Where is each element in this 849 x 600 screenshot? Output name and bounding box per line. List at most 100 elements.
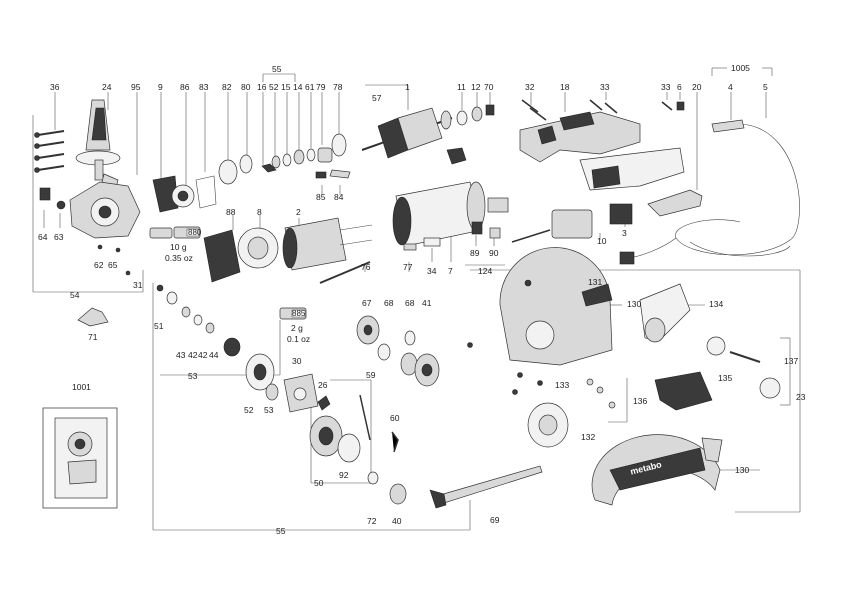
- label-1005: 1005: [731, 63, 750, 73]
- label-136: 136: [633, 396, 647, 406]
- label-67: 67: [362, 298, 372, 308]
- label-51: 51: [154, 321, 164, 331]
- label-15: 15: [281, 82, 291, 92]
- label-40: 40: [392, 516, 402, 526]
- label-52: 52: [244, 405, 254, 415]
- label-130a: 130: [627, 299, 641, 309]
- grease-880: 880 10 g 0.35 oz: [165, 226, 202, 263]
- label-132: 132: [581, 432, 595, 442]
- label-11: 11: [457, 82, 466, 92]
- gear-housing: [69, 181, 173, 239]
- label-26: 26: [318, 380, 328, 390]
- label-20: 20: [692, 82, 702, 92]
- gear-parts-top: [152, 154, 253, 213]
- label-124: 124: [478, 266, 492, 276]
- part-135: [654, 371, 713, 411]
- label-30: 30: [292, 356, 302, 366]
- label-24: 24: [102, 82, 112, 92]
- grease-885: 885 2 g 0.1 oz: [287, 309, 310, 344]
- label-10: 10: [597, 236, 607, 246]
- label-80: 80: [241, 82, 251, 92]
- label-9: 9: [158, 82, 163, 92]
- grease-885-ounces: 0.1 oz: [287, 334, 310, 344]
- motor-housing-7: [392, 181, 486, 247]
- stator-2: [282, 217, 373, 271]
- label-41: 41: [422, 298, 432, 308]
- label-78: 78: [333, 82, 343, 92]
- label-82: 82: [222, 82, 232, 92]
- label-72: 72: [367, 516, 377, 526]
- label-43: 43: [176, 350, 186, 360]
- armature-1: [361, 107, 453, 159]
- handle-shell-lower: [579, 147, 685, 191]
- label-32: 32: [525, 82, 535, 92]
- label-5: 5: [763, 82, 768, 92]
- label-3: 3: [622, 228, 627, 238]
- label-34: 34: [427, 266, 437, 276]
- label-1001: 1001: [72, 382, 91, 392]
- label-1: 1: [405, 82, 410, 92]
- label-135: 135: [718, 373, 732, 383]
- side-handle-24: [75, 99, 121, 189]
- label-59: 59: [366, 370, 376, 380]
- wheel-guard-130-lower: [591, 434, 723, 506]
- part-71: [77, 307, 109, 327]
- label-63: 63: [54, 232, 64, 242]
- grease-880-ounces: 0.35 oz: [165, 253, 193, 263]
- label-134: 134: [709, 299, 723, 309]
- wheel-guard-130-upper: [499, 247, 613, 366]
- label-85: 85: [316, 192, 326, 202]
- label-53b: 53: [264, 405, 274, 415]
- label-88: 88: [226, 207, 236, 217]
- label-62: 62: [94, 260, 104, 270]
- label-70: 70: [484, 82, 494, 92]
- label-14: 14: [293, 82, 303, 92]
- grease-885-grams: 2 g: [291, 323, 303, 333]
- label-86: 86: [180, 82, 190, 92]
- label-50: 50: [314, 478, 324, 488]
- label-77: 77: [403, 262, 413, 272]
- label-42a: 42: [188, 350, 198, 360]
- inset-1001: [42, 407, 118, 509]
- label-23: 23: [796, 392, 806, 402]
- label-89: 89: [470, 248, 480, 258]
- label-130b: 130: [735, 465, 749, 475]
- grease-880-grams: 10 g: [170, 242, 187, 252]
- label-4: 4: [728, 82, 733, 92]
- part-drawings: [34, 99, 800, 509]
- label-60: 60: [390, 413, 400, 423]
- spanner-69: [439, 465, 543, 504]
- label-131: 131: [588, 277, 602, 287]
- label-64: 64: [38, 232, 48, 242]
- label-69: 69: [490, 515, 500, 525]
- label-55-bottom: 55: [276, 526, 286, 536]
- label-133: 133: [555, 380, 569, 390]
- label-137: 137: [784, 356, 798, 366]
- label-52-top: 52: [269, 82, 279, 92]
- label-12: 12: [471, 82, 481, 92]
- handle-18: [519, 111, 641, 163]
- part-85: [315, 171, 327, 179]
- grease-880-label: 880: [188, 228, 202, 237]
- part-84: [329, 169, 351, 179]
- part-63: [56, 200, 66, 210]
- label-31: 31: [133, 280, 143, 290]
- leader-lines: [32, 67, 801, 531]
- label-16: 16: [257, 82, 267, 92]
- part-88: [203, 229, 241, 283]
- label-7: 7: [448, 266, 453, 276]
- label-33b: 33: [661, 82, 671, 92]
- part-number-labels: 36 24 95 9 86 83 82 80 55 16 52 15 14 61…: [38, 63, 806, 536]
- label-76: 76: [361, 262, 371, 272]
- label-68b: 68: [405, 298, 415, 308]
- label-90: 90: [489, 248, 499, 258]
- spindle-parts: [261, 133, 347, 173]
- label-83: 83: [199, 82, 209, 92]
- label-61: 61: [305, 82, 315, 92]
- label-2: 2: [296, 207, 301, 217]
- label-42b: 42: [198, 350, 208, 360]
- label-54: 54: [70, 290, 80, 300]
- label-55-top: 55: [272, 64, 282, 74]
- label-84: 84: [334, 192, 344, 202]
